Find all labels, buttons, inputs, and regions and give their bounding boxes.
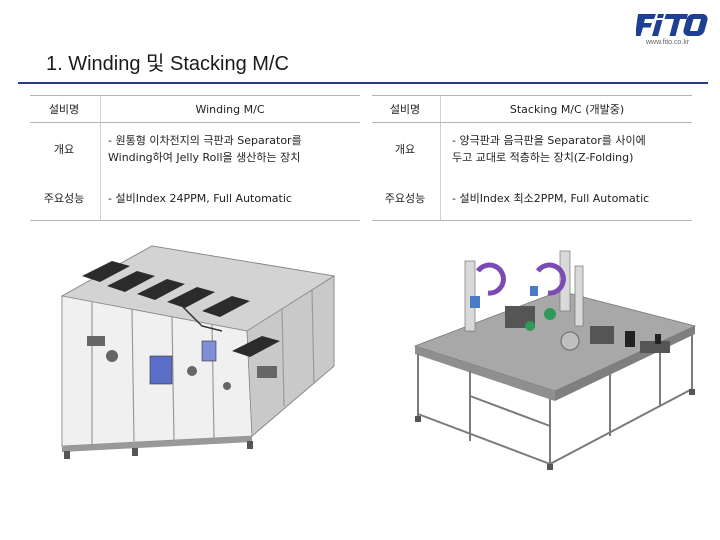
- title-divider: [18, 82, 708, 84]
- stacking-spec-table: 설비명 Stacking M/C (개발중) 개요 - 양극판과 음극판을 Se…: [372, 95, 692, 221]
- table-header-row: 설비명 Winding M/C: [30, 96, 360, 123]
- column-divider: [440, 96, 441, 220]
- winding-machine-image: [60, 245, 336, 459]
- table-header-row: 설비명 Stacking M/C (개발중): [372, 96, 692, 123]
- row-value: - 원통형 이차전지의 극판과 Separator를 Winding하여 Jel…: [108, 134, 302, 164]
- column-divider: [100, 96, 101, 220]
- row-value: - 양극판과 음극판을 Separator를 사이에 두고 교대로 적층하는 장…: [452, 134, 646, 164]
- stacking-machine-image: [413, 250, 697, 470]
- header-value: Winding M/C: [195, 102, 265, 116]
- header-label: 설비명: [48, 103, 80, 116]
- page-title: 1. Winding 및 Stacking M/C: [46, 53, 289, 75]
- row-label: 주요성능: [384, 192, 426, 205]
- row-label: 주요성능: [43, 192, 85, 205]
- row-label: 개요: [53, 143, 75, 156]
- row-value: - 설비Index 최소2PPM, Full Automatic: [452, 192, 650, 205]
- row-label: 개요: [394, 143, 416, 156]
- winding-spec-table: 설비명 Winding M/C 개요 - 원통형 이차전지의 극판과 Separ…: [30, 95, 360, 221]
- header-value: Stacking M/C (개발중): [509, 103, 625, 116]
- table-row: 개요 - 양극판과 음극판을 Separator를 사이에 두고 교대로 적층하…: [372, 123, 692, 175]
- row-value: - 설비Index 24PPM, Full Automatic: [108, 192, 292, 205]
- table-row: 주요성능 - 설비Index 24PPM, Full Automatic: [30, 176, 360, 220]
- table-row: 개요 - 원통형 이차전지의 극판과 Separator를 Winding하여 …: [30, 123, 360, 175]
- website-url: www.fito.co.kr: [646, 39, 690, 46]
- fito-logo: [636, 14, 708, 36]
- table-row: 주요성능 - 설비Index 최소2PPM, Full Automatic: [372, 176, 692, 220]
- header-label: 설비명: [389, 103, 421, 116]
